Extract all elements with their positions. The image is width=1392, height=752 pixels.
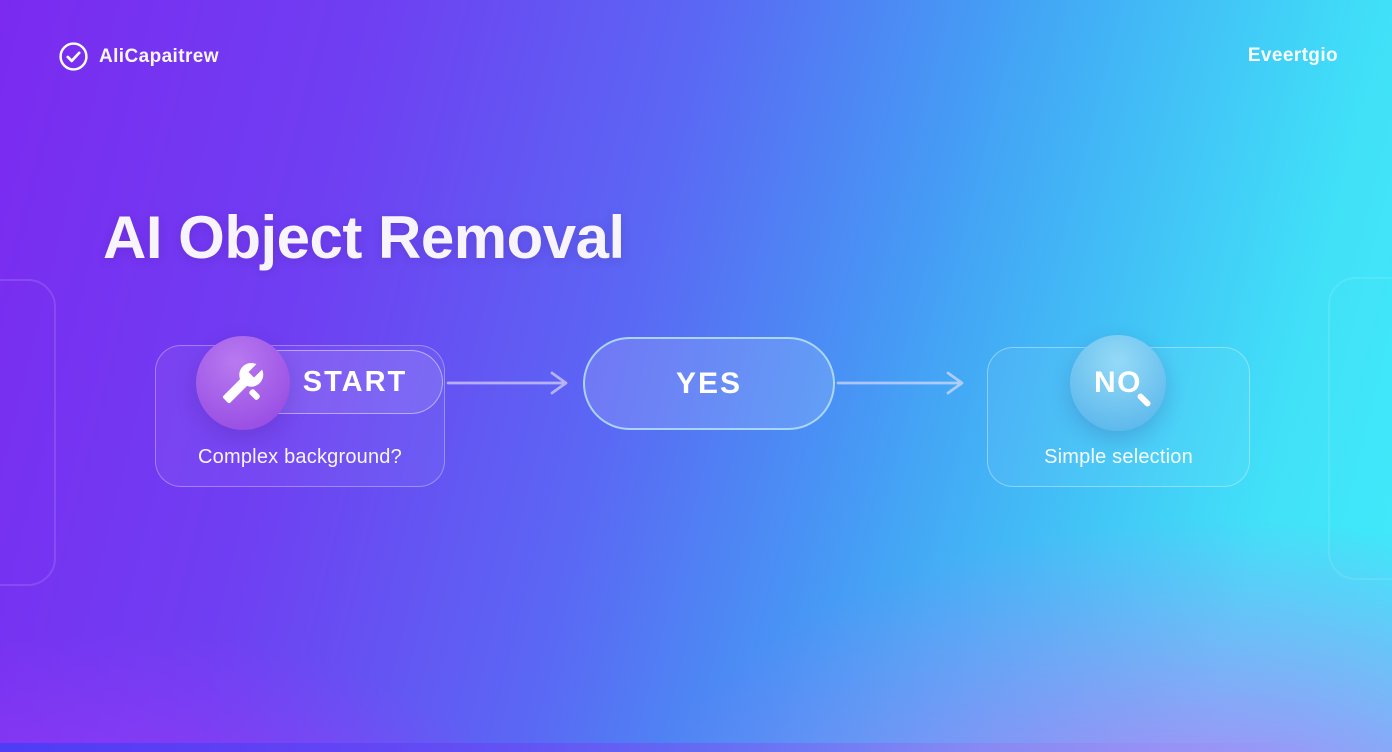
arrow-right-icon [446, 371, 568, 395]
arrow-right-icon [836, 371, 964, 395]
brand-logo[interactable]: AliCapaitrew [58, 41, 219, 72]
no-caption: Simple selection [1044, 446, 1193, 468]
wrench-icon [221, 361, 265, 405]
right-edge-card-decoration [1328, 277, 1392, 580]
flow-node-start: Complex background? [155, 345, 445, 487]
flow-node-yes: YES [583, 337, 835, 430]
magnifier-icon [1136, 392, 1152, 408]
no-badge: NO [1070, 335, 1166, 431]
arrow-yes-to-no [836, 368, 972, 403]
check-circle-icon [58, 41, 89, 72]
brand-name: AliCapaitrew [99, 45, 219, 67]
no-label: NO [1094, 366, 1152, 408]
partner-link[interactable]: Eveertgio [1247, 45, 1338, 66]
arrow-start-to-yes [446, 368, 576, 403]
left-edge-card-decoration [0, 279, 56, 586]
start-badge [196, 336, 290, 430]
bottom-wave-decoration [0, 743, 1392, 752]
page-title: AI Object Removal [103, 204, 625, 271]
start-caption: Complex background? [198, 446, 402, 468]
